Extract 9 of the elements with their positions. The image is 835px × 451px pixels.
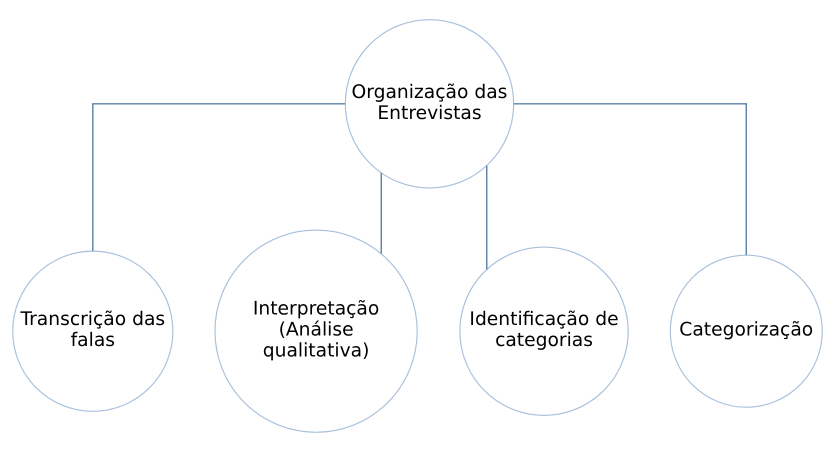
node-circle: Transcrição das falas xyxy=(12,250,174,412)
node-circle: Organização das Entrevistas xyxy=(344,18,514,188)
node-circle: Interpretação (Análise qualitativa) xyxy=(214,229,418,432)
connector xyxy=(92,102,345,251)
connector xyxy=(380,172,382,254)
node-circle: Categorização xyxy=(670,254,823,408)
connector xyxy=(514,102,747,255)
connector xyxy=(486,165,488,269)
node-circle: Identificação de categorias xyxy=(459,246,629,416)
